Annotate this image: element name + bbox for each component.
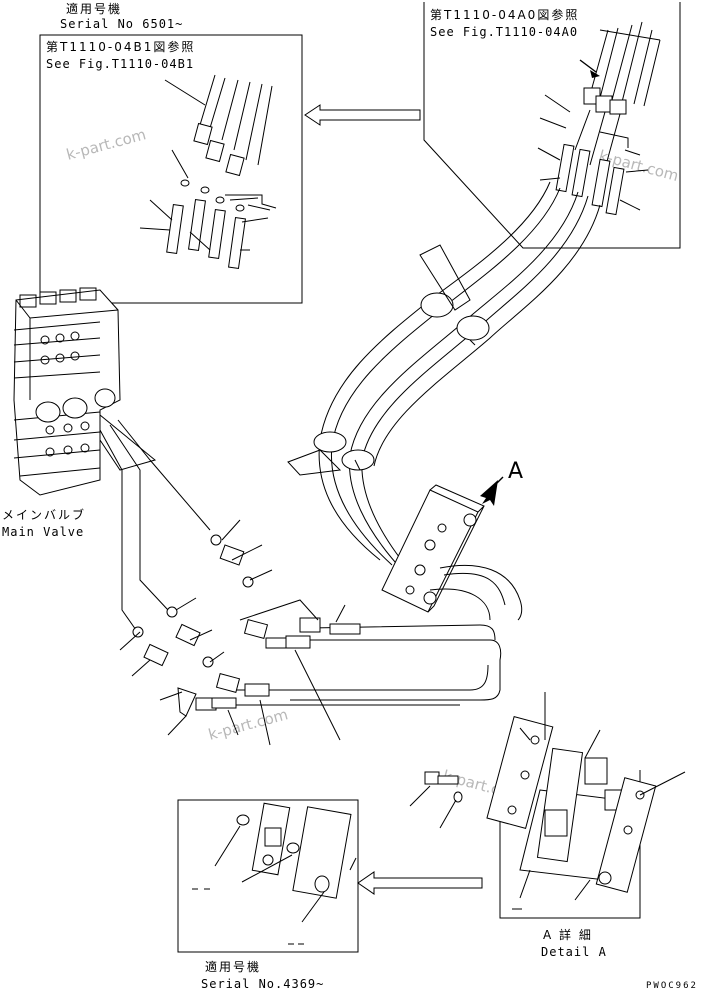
inset-bottom: 適用号機 Serial No.4369~ — [177, 799, 359, 990]
ref-label-jp: 第T1110-04B1図参照 — [46, 39, 195, 54]
junction-block-a: A — [381, 459, 523, 621]
pilot-lines — [99, 419, 211, 631]
inset-top-left: 適用号機 Serial No 6501~ 第T1110-04B1図参照 See … — [39, 1, 303, 304]
adapter-fittings — [119, 519, 273, 736]
serial-label-jp: 適用号機 — [205, 959, 261, 974]
drawing-code: PWOC962 — [646, 981, 698, 990]
detail-label-en: Detail A — [541, 945, 607, 959]
main-valve-label-jp: メインバルブ — [2, 507, 86, 522]
ref-label-jp: 第T1110-04A0図参照 — [430, 7, 579, 22]
detail-label-jp: A 詳 細 — [543, 927, 593, 942]
connector-hoses — [195, 588, 502, 746]
view-marker-a: A — [508, 459, 523, 484]
main-valve: メインバルブ Main Valve — [2, 287, 157, 539]
ref-label-en: See Fig.T1110-04A0 — [430, 25, 578, 39]
serial-label-en: Serial No 6501~ — [60, 17, 183, 31]
serial-label-jp: 適用号機 — [66, 1, 122, 16]
watermark: k-part.com — [64, 125, 148, 164]
inset-frame — [177, 799, 359, 953]
ref-label-en: See Fig.T1110-04B1 — [46, 57, 194, 71]
inset-top-right: 第T1110-04A0図参照 See Fig.T1110-04A0 — [423, 2, 681, 249]
serial-label-en: Serial No.4369~ — [201, 977, 324, 990]
hose-bundle — [287, 181, 601, 579]
detail-a: A 詳 細 Detail A — [409, 692, 686, 959]
main-valve-label-en: Main Valve — [2, 525, 84, 539]
reference-arrow-left-bottom — [357, 871, 483, 895]
watermark: k-part.com — [206, 705, 290, 744]
inset-frame — [39, 34, 303, 304]
reference-arrow-left — [304, 104, 421, 126]
